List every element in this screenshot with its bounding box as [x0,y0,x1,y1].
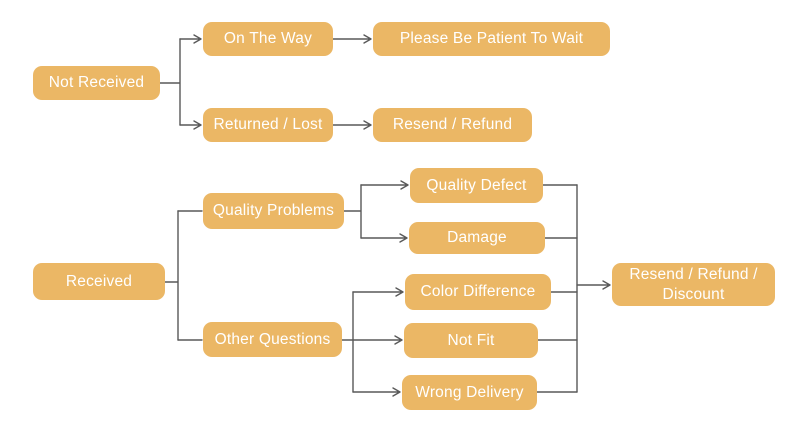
node-quality-problems: Quality Problems [203,193,344,229]
edge-trunk-not-received [159,38,181,126]
edge-arrow-to-color-difference [352,287,404,297]
edge-arrow-to-wrong-delivery [352,387,401,397]
node-not-received-label: Not Received [48,74,145,92]
node-quality-defect: Quality Defect [410,168,543,203]
node-damage: Damage [409,222,545,254]
node-wrong-delivery: Wrong Delivery [402,375,537,410]
edge-arrow-to-returned-lost [179,120,202,130]
edge-arrow-to-damage [360,233,408,243]
node-returned-lost: Returned / Lost [203,108,333,142]
node-not-fit-label: Not Fit [447,331,495,349]
node-other-questions: Other Questions [203,322,342,357]
node-quality-defect-label: Quality Defect [426,176,527,194]
node-quality-problems-label: Quality Problems [212,202,335,220]
node-other-questions-label: Other Questions [214,330,331,348]
edge-arrow-on-the-way-to-please-wait [332,34,372,44]
node-color-difference: Color Difference [405,274,551,310]
edge-arrow-to-on-the-way [179,34,202,44]
node-on-the-way: On The Way [203,22,333,56]
edge-arrow-to-quality-defect [360,180,409,190]
node-please-be-patient-to-wait-label: Please Be Patient To Wait [399,30,584,48]
node-not-received: Not Received [33,66,160,100]
node-received: Received [33,263,165,300]
node-wrong-delivery-label: Wrong Delivery [415,383,524,401]
node-please-be-patient-to-wait: Please Be Patient To Wait [373,22,610,56]
node-damage-label: Damage [447,229,507,247]
node-resend-refund: Resend / Refund [373,108,532,142]
node-resend-refund-discount-label: Resend / Refund / Discount [629,266,758,303]
node-on-the-way-label: On The Way [223,30,313,48]
node-received-label: Received [65,272,133,290]
node-returned-lost-label: Returned / Lost [213,116,323,134]
edge-arrow-returned-lost-to-resend-refund [332,120,372,130]
edge-arrow-to-resend-refund-discount [576,280,611,290]
edge-trunk-quality-problems [343,184,362,239]
edge-trunk-other-questions [341,291,354,393]
node-color-difference-label: Color Difference [420,283,536,301]
node-resend-refund-discount: Resend / Refund / Discount [612,263,775,306]
edge-arrow-to-not-fit [352,335,403,345]
edge-trunk-received [164,210,179,341]
node-not-fit: Not Fit [404,323,538,358]
node-resend-refund-label: Resend / Refund [392,116,513,134]
